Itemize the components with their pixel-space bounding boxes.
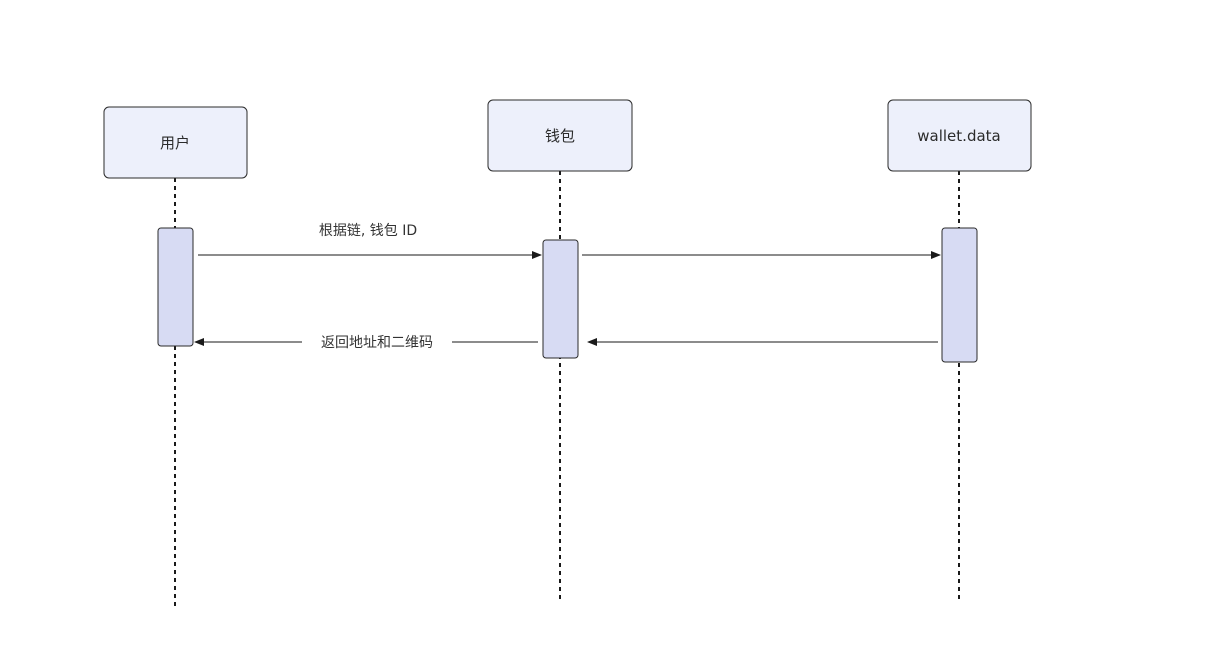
actor-user: 用户 — [103, 106, 248, 179]
activation-wallet-data — [941, 227, 978, 363]
actor-label-wallet-data: wallet.data — [917, 127, 1000, 145]
message-label-background — [302, 331, 452, 353]
message-label-request: 根据链, 钱包 ID — [319, 223, 417, 239]
activation-wallet — [542, 239, 579, 359]
activation-user — [157, 227, 194, 347]
actor-wallet: 钱包 — [487, 99, 633, 172]
message-label-response: 返回地址和二维码 — [321, 335, 433, 351]
actor-label-wallet: 钱包 — [545, 127, 575, 145]
actor-wallet-data: wallet.data — [887, 99, 1032, 172]
actor-label-user: 用户 — [160, 134, 190, 152]
